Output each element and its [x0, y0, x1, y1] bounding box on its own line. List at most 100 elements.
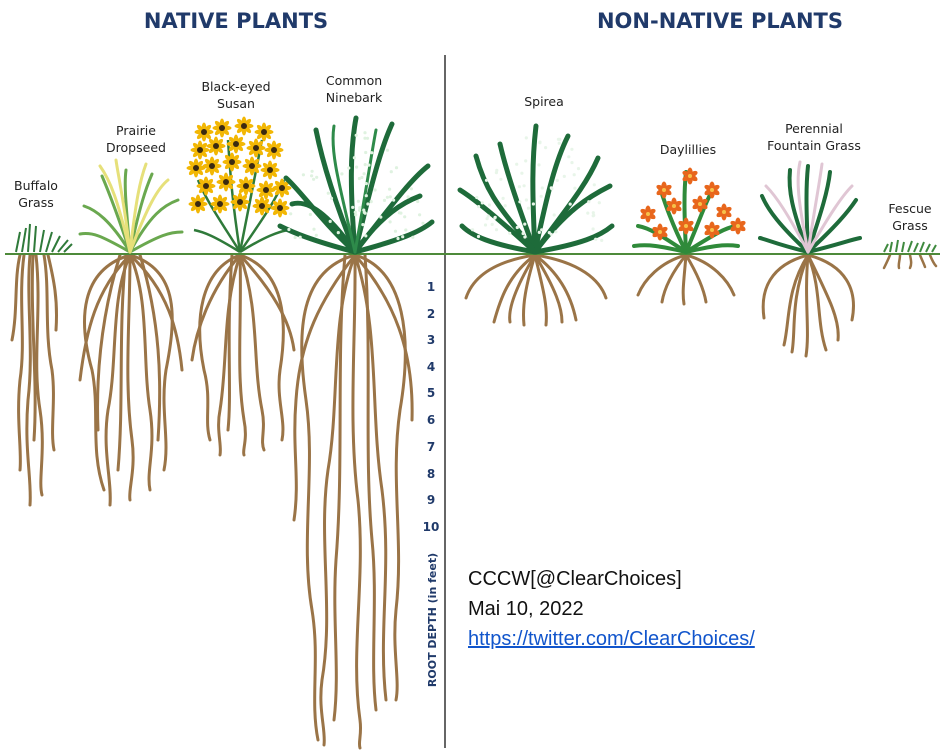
- flower-dot: [363, 211, 366, 214]
- flower-dot: [558, 142, 561, 145]
- susan-flower: [187, 159, 206, 178]
- flower-dot: [310, 174, 313, 177]
- flower-dot: [403, 215, 406, 218]
- flower-dot: [388, 188, 391, 191]
- flower-dot: [395, 166, 398, 169]
- depth-tick-5: 5: [427, 386, 435, 400]
- flower-dot: [309, 213, 312, 216]
- flower-dot: [594, 238, 597, 241]
- daylily-flowers: [639, 168, 746, 241]
- flower-dot: [495, 228, 498, 231]
- flower-dot: [502, 197, 505, 200]
- flower-dot: [392, 199, 395, 202]
- flower-dot: [592, 227, 595, 230]
- susan-flower: [213, 119, 232, 138]
- flower-dot: [401, 235, 404, 238]
- flower-dot: [411, 236, 414, 239]
- depth-tick-1: 1: [427, 280, 435, 294]
- flower-dot: [366, 202, 369, 205]
- susan-flower: [195, 123, 214, 142]
- common-ninebark-foliage: [280, 118, 432, 252]
- flower-dot: [523, 235, 526, 238]
- flower-dot: [600, 239, 603, 242]
- flower-dot: [485, 179, 488, 182]
- flower-dot: [386, 196, 389, 199]
- depth-tick-8: 8: [427, 467, 435, 481]
- flower-dot: [532, 202, 535, 205]
- flower-dot: [540, 228, 543, 231]
- flower-dot: [540, 195, 543, 198]
- spirea-foliage: [460, 126, 612, 252]
- label-common-ninebark-line1: Common: [326, 73, 382, 88]
- flower-dot: [494, 216, 497, 219]
- buffalo-grass-foliage: [16, 224, 72, 252]
- flower-dot: [523, 223, 526, 226]
- depth-tick-3: 3: [427, 333, 435, 347]
- flower-dot: [351, 206, 354, 209]
- flower-dot: [311, 170, 314, 173]
- susan-flower: [265, 141, 284, 160]
- depth-tick-4: 4: [427, 360, 435, 374]
- flower-dot: [527, 207, 530, 210]
- buffalo-grass-roots: [12, 255, 57, 505]
- flower-dot: [363, 131, 366, 134]
- label-fountain-grass-line1: Perennial: [785, 121, 843, 136]
- flower-dot: [289, 212, 292, 215]
- label-prairie-dropseed-line2: Dropseed: [106, 140, 166, 155]
- root-depth-scale: 12345678910: [423, 280, 440, 534]
- flower-dot: [340, 172, 343, 175]
- flower-dot: [491, 223, 494, 226]
- flower-dot: [386, 149, 389, 152]
- flower-dot: [538, 231, 541, 234]
- flower-dot: [327, 192, 330, 195]
- daylillies-roots: [638, 255, 734, 304]
- flower-dot: [364, 151, 367, 154]
- flower-dot: [508, 232, 511, 235]
- flower-dot: [365, 182, 368, 185]
- flower-dot: [315, 234, 318, 237]
- flower-dot: [570, 148, 573, 151]
- susan-flower: [223, 153, 242, 172]
- ninebark-flower-dots: [287, 131, 424, 240]
- flower-dot: [499, 178, 502, 181]
- susan-flower: [203, 157, 222, 176]
- flower-dot: [541, 186, 544, 189]
- flower-dot: [302, 173, 305, 176]
- daylily-flower: [715, 204, 732, 221]
- flower-dot: [567, 155, 570, 158]
- label-fescue-grass-line2: Grass: [892, 218, 928, 233]
- flower-dot: [383, 199, 386, 202]
- flower-dot: [477, 235, 480, 238]
- susan-flower: [189, 195, 208, 214]
- flower-dot: [471, 228, 474, 231]
- credit-date: Mai 10, 2022: [468, 596, 584, 622]
- daylily-flower: [703, 222, 720, 239]
- label-fescue-grass-line1: Fescue: [888, 201, 932, 216]
- flower-dot: [358, 209, 361, 212]
- flower-dot: [370, 151, 373, 154]
- label-spirea: Spirea: [524, 94, 564, 109]
- flower-dot: [558, 138, 561, 141]
- fescue-grass-foliage: [884, 240, 936, 252]
- flower-dot: [357, 200, 360, 203]
- depth-tick-9: 9: [427, 493, 435, 507]
- native-plants-heading: NATIVE PLANTS: [144, 9, 328, 33]
- flower-dot: [410, 187, 413, 190]
- flower-dot: [484, 223, 487, 226]
- credit-link[interactable]: https://twitter.com/ClearChoices/: [468, 628, 755, 650]
- flower-dot: [399, 212, 402, 215]
- flower-dot: [520, 172, 523, 175]
- depth-tick-10: 10: [423, 520, 440, 534]
- root-depth-axis-title: ROOT DEPTH (in feet): [426, 553, 439, 687]
- daylily-flower: [639, 206, 656, 223]
- flower-dot: [504, 204, 507, 207]
- susan-flower: [255, 123, 274, 142]
- flower-dot: [522, 232, 525, 235]
- flower-dot: [355, 134, 358, 137]
- flower-dot: [364, 163, 367, 166]
- non-native-plants-heading: NON-NATIVE PLANTS: [597, 9, 843, 33]
- flower-dot: [587, 200, 590, 203]
- flower-dot: [537, 163, 540, 166]
- flower-dot: [312, 228, 315, 231]
- flower-dot: [544, 146, 547, 149]
